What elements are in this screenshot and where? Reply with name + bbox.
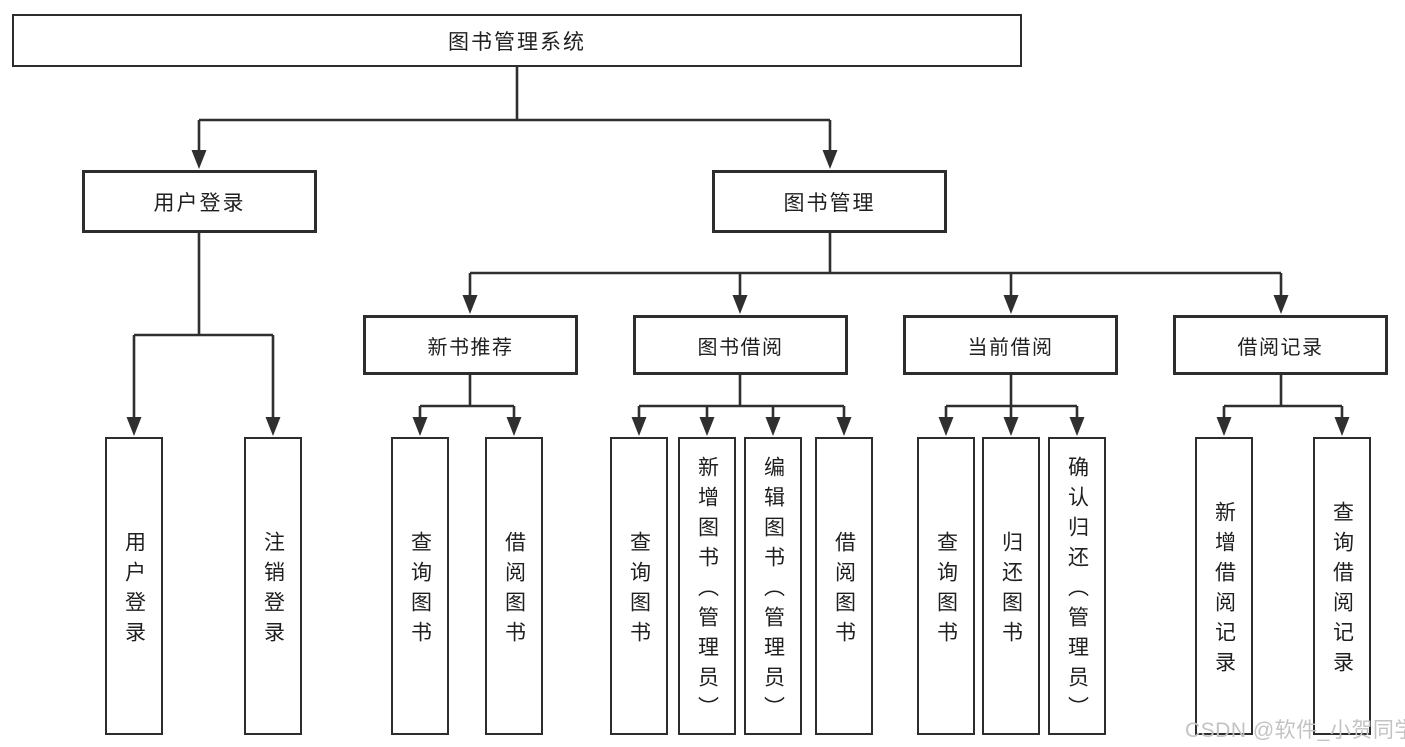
node-label: 新书推荐 [427, 336, 514, 359]
connector-borrow-records-to-leaves [1216, 375, 1350, 436]
node-book-borrow: 图书借阅 [633, 315, 848, 375]
node-label: 借阅图书 [502, 530, 526, 651]
leaf-edit-book-admin: 编辑图书（管理员） [744, 437, 802, 735]
node-label: 编辑图书（管理员） [761, 455, 785, 726]
leaf-add-borrow-record: 新增借阅记录 [1195, 437, 1253, 735]
node-label: 借阅记录 [1237, 336, 1324, 359]
csdn-watermark: CSDN @软件_小贺同学 [1185, 719, 1405, 742]
connector-book-borrow-to-leaves [631, 375, 852, 436]
connector-new-book-recommend-to-leaves [412, 375, 522, 436]
connector-current-borrow-to-leaves [938, 375, 1085, 436]
node-label: 新增借阅记录 [1212, 500, 1236, 681]
node-new-book-recommend: 新书推荐 [363, 315, 578, 375]
node-label: 确认归还（管理员） [1065, 455, 1089, 726]
leaf-return-book: 归还图书 [982, 437, 1040, 735]
node-label: 用户登录 [153, 191, 246, 215]
node-label: 图书管理 [783, 191, 876, 215]
leaf-user-login: 用户登录 [105, 437, 163, 735]
node-label: 新增图书（管理员） [695, 455, 719, 726]
connector-user-login-to-leaves [126, 233, 281, 436]
connector-root-to-level2 [191, 67, 838, 169]
leaf-logout-login: 注销登录 [244, 437, 302, 735]
connector-book-management-to-level3 [462, 233, 1289, 314]
node-label: 查询图书 [627, 530, 651, 651]
node-label: 查询图书 [934, 530, 958, 651]
node-book-management: 图书管理 [712, 170, 947, 233]
leaf-query-books-recommend: 查询图书 [391, 437, 449, 735]
node-label: 图书借阅 [697, 336, 784, 359]
node-user-login: 用户登录 [82, 170, 317, 233]
leaf-confirm-return-admin: 确认归还（管理员） [1048, 437, 1106, 735]
leaf-borrow-books: 借阅图书 [815, 437, 873, 735]
leaf-query-books-current: 查询图书 [917, 437, 975, 735]
node-label: 当前借阅 [967, 336, 1054, 359]
node-borrow-records: 借阅记录 [1173, 315, 1388, 375]
node-label: 用户登录 [122, 530, 146, 651]
node-label: 查询借阅记录 [1330, 500, 1354, 681]
node-library-management-system: 图书管理系统 [12, 14, 1022, 67]
node-label: 图书管理系统 [448, 30, 586, 54]
node-label: 归还图书 [999, 530, 1023, 651]
node-label: 借阅图书 [832, 530, 856, 651]
node-label: 查询图书 [408, 530, 432, 651]
node-current-borrow: 当前借阅 [903, 315, 1118, 375]
node-label: 注销登录 [261, 530, 285, 651]
leaf-borrow-books-recommend: 借阅图书 [485, 437, 543, 735]
leaf-add-book-admin: 新增图书（管理员） [678, 437, 736, 735]
leaf-query-books-borrow: 查询图书 [610, 437, 668, 735]
leaf-query-borrow-record: 查询借阅记录 [1313, 437, 1371, 735]
